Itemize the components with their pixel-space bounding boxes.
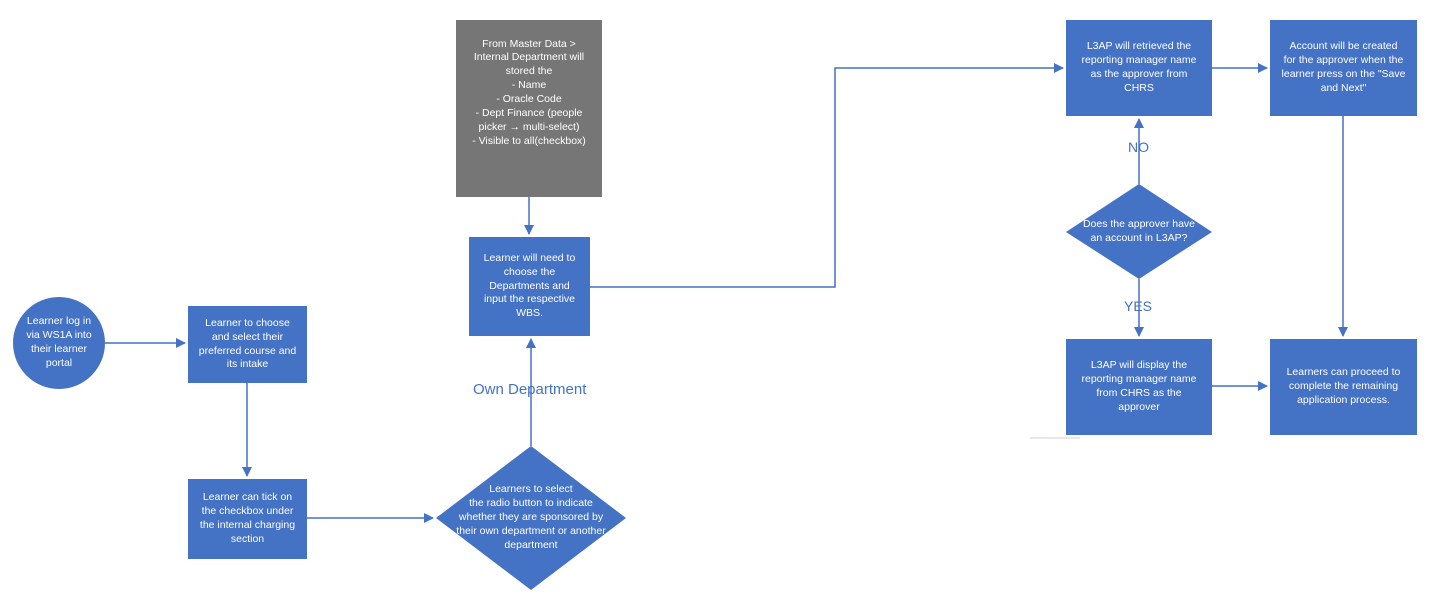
choose-departments-node: Learner will need to choose the Departme… (469, 237, 590, 336)
display-manager-node-shape (1066, 339, 1212, 435)
select-radio-node: Learners to select the radio button to i… (436, 474, 626, 562)
tick-checkbox-node-shape (188, 479, 307, 559)
tick-checkbox-node: Learner can tick on the checkbox under t… (188, 479, 307, 559)
display-manager-node-label: L3AP will display the reporting manager … (1081, 359, 1197, 413)
retrieve-manager-node-label: L3AP will retrieved the reporting manage… (1081, 40, 1197, 94)
select-radio-node-label: Learners to select the radio button to i… (456, 483, 606, 551)
login-node: Learner log in via WS1A into their learn… (13, 297, 105, 389)
master-data-node: From Master Data > Internal Department w… (456, 28, 602, 158)
create-account-node-label: Account will be created for the approver… (1281, 40, 1406, 94)
login-node-label: Learner log in via WS1A into their learn… (26, 315, 92, 369)
choose-course-node-shape (188, 306, 307, 383)
login-node-shape (13, 297, 105, 389)
approver-question-node-label: Does the approver have an account in L3A… (1082, 218, 1196, 244)
proceed-node: Learners can proceed to complete the rem… (1270, 339, 1417, 435)
master-data-node-shape (456, 20, 602, 197)
approver-question-node-shape (1066, 184, 1212, 279)
choose-departments-node-shape (469, 237, 590, 336)
display-manager-node: L3AP will display the reporting manager … (1066, 339, 1212, 435)
tick-checkbox-node-label: Learner can tick on the checkbox under t… (199, 491, 296, 545)
approver-question-node: Does the approver have an account in L3A… (1066, 210, 1212, 254)
retrieve-manager-node: L3AP will retrieved the reporting manage… (1066, 20, 1212, 116)
edge-departments-to-retrieve (590, 63, 1064, 288)
create-account-node: Account will be created for the approver… (1270, 20, 1417, 116)
select-radio-node-shape (436, 446, 626, 590)
choose-course-node-label: Learner to choose and select their prefe… (198, 316, 297, 371)
own-department-label: Own Department (473, 381, 587, 398)
retrieve-manager-node-shape (1066, 20, 1212, 116)
choose-course-node: Learner to choose and select their prefe… (188, 306, 307, 383)
no-label: NO (1128, 139, 1149, 155)
choose-departments-node-label: Learner will need to choose the Departme… (483, 251, 576, 320)
master-data-node-label: From Master Data > Internal Department w… (472, 37, 586, 147)
create-account-node-shape (1270, 20, 1417, 116)
proceed-node-label: Learners can proceed to complete the rem… (1286, 366, 1401, 406)
yes-label: YES (1124, 298, 1153, 314)
proceed-node-shape (1270, 339, 1417, 435)
